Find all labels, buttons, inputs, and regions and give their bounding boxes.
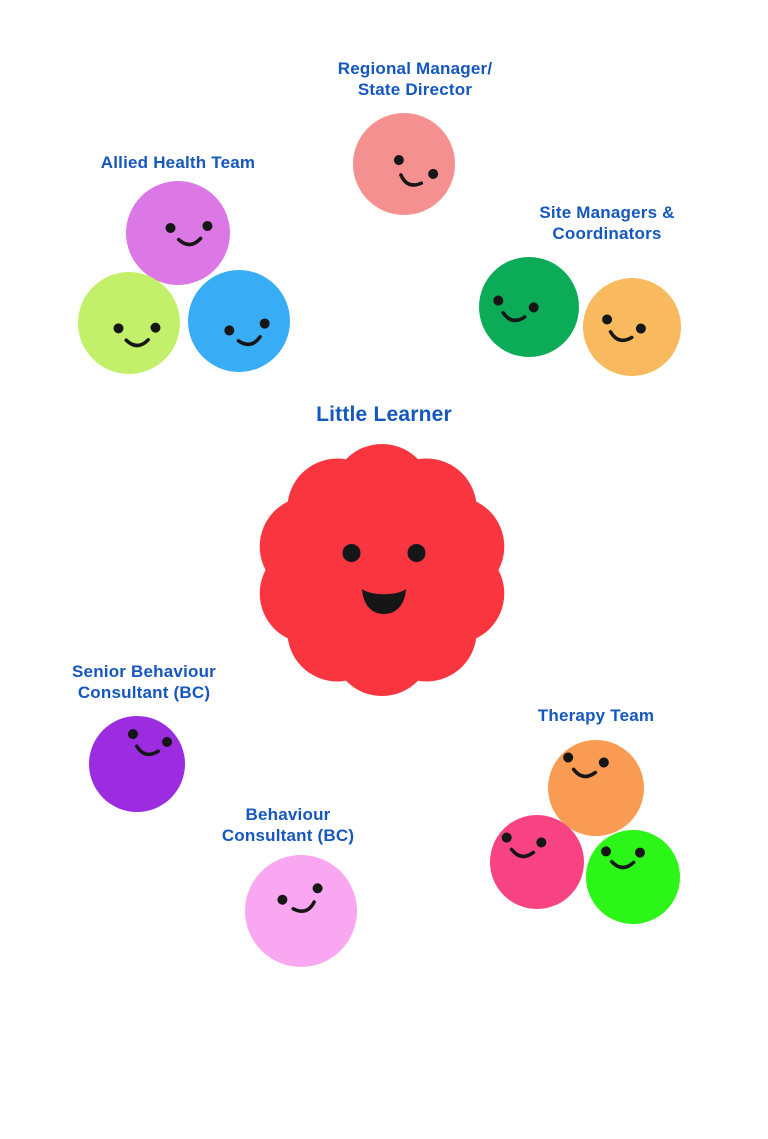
label-line: Consultant (BC) [221,826,355,845]
smiley-face-features [165,221,213,247]
eye-icon [528,302,539,313]
smiley-face-features [601,846,645,870]
eye-icon [224,325,235,336]
label-allied-health-team: Allied Health Team [101,152,255,173]
eye-icon [428,168,439,179]
eye-icon [312,883,323,894]
smiley-face-features [277,883,323,913]
smile-icon [501,310,527,323]
eye-icon [202,221,213,232]
smiley-face-features [393,155,439,187]
eye-icon [563,752,574,763]
label-behaviour-consultant: Behaviour Consultant (BC) [222,804,354,846]
smile-icon [236,334,262,347]
eye-icon [393,155,404,166]
label-line: Senior Behaviour [72,662,216,681]
smile-icon [399,173,424,187]
allied-health-face-2 [78,272,180,374]
eye-icon [493,295,504,306]
eye-icon [501,832,512,843]
label-senior-behaviour-consultant: Senior Behaviour Consultant (BC) [72,661,216,703]
label-line: Therapy Team [537,706,655,725]
label-line: Little Learner [316,403,452,426]
label-line: Consultant (BC) [77,683,211,702]
smiley-face-features [493,295,539,323]
allied-health-face-3 [188,270,290,372]
behaviour-consultant-face [245,855,357,967]
smiley-face-features [563,752,609,779]
smile-icon [176,236,203,247]
eye-icon [407,544,426,562]
smile-icon [291,900,316,913]
label-line: Regional Manager/ [337,59,493,78]
eye-icon [113,323,124,334]
label-site-managers-coordinators: Site Managers & Coordinators [539,202,674,244]
regional-manager-face [353,113,455,215]
smile-icon [609,859,636,870]
smiley-face-features [602,314,646,343]
label-line: Site Managers & [539,203,675,222]
smile-icon [135,744,160,757]
smile-icon [571,767,598,779]
label-line: Behaviour [245,805,331,824]
smiley-face-features [224,318,270,347]
therapy-team-face-3 [586,830,680,924]
label-line: Coordinators [552,224,662,243]
open-smile-icon [362,589,406,614]
eye-icon [277,894,288,905]
eye-icon [601,846,612,857]
label-line: Allied Health Team [100,153,256,172]
smiley-face-features [127,729,173,757]
smile-icon [124,338,150,348]
label-therapy-team: Therapy Team [538,705,654,726]
allied-health-face-1 [126,181,230,285]
eye-icon [536,837,547,848]
label-line: State Director [357,80,473,99]
label-little-learner: Little Learner [316,402,452,427]
eye-icon [598,757,609,768]
eye-icon [602,314,613,325]
eye-icon [635,323,646,334]
eye-icon [342,544,361,562]
smiley-face-features [113,322,161,348]
senior-behaviour-consultant-face [89,716,185,812]
little-learner-face [259,444,505,696]
site-manager-face-2 [583,278,681,376]
therapy-team-face-1 [548,740,644,836]
eye-icon [150,322,161,333]
site-manager-face-1 [479,257,579,357]
label-regional-manager: Regional Manager/ State Director [338,58,493,100]
therapy-team-face-2 [490,815,584,909]
smiley-face-features [342,544,426,614]
eye-icon [259,318,270,329]
eye-icon [165,222,176,233]
smile-icon [608,330,634,343]
smiley-face-features [501,832,547,859]
eye-icon [127,729,138,740]
eye-icon [162,736,173,747]
smile-icon [509,847,536,859]
eye-icon [634,847,645,858]
